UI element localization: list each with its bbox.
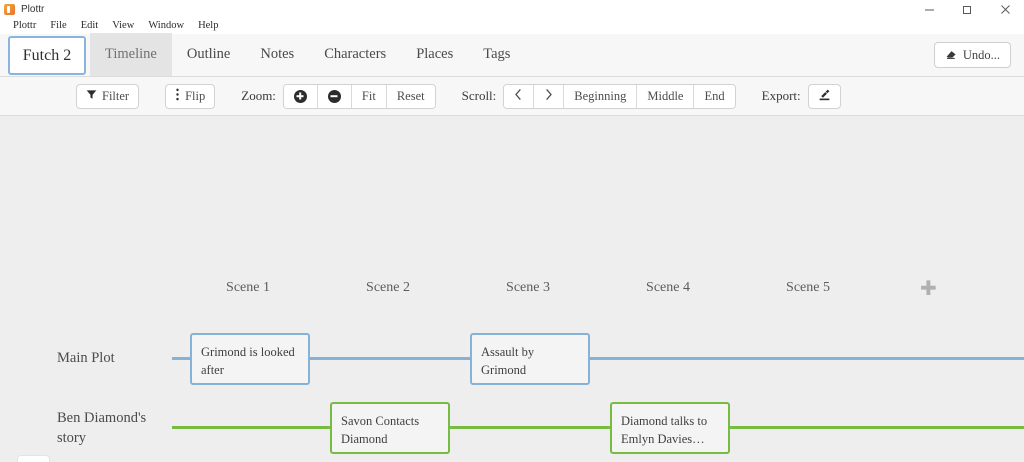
tab-bar: Futch 2 Timeline Outline Notes Character…	[0, 33, 1024, 77]
flip-button[interactable]: Flip	[165, 83, 216, 109]
menu-item-file[interactable]: File	[50, 20, 67, 31]
add-scene-icon[interactable]: ✚	[920, 278, 937, 300]
tab-tags[interactable]: Tags	[483, 46, 511, 62]
tab-outline[interactable]: Outline	[186, 46, 231, 62]
scroll-label: Scroll:	[461, 88, 497, 103]
scene-header-5[interactable]: Scene 5	[786, 280, 830, 295]
zoom-reset-button[interactable]: Reset	[386, 84, 435, 108]
flip-label: Flip	[185, 88, 206, 103]
zoom-out-icon	[327, 89, 341, 103]
scene-header-4[interactable]: Scene 4	[646, 280, 690, 295]
plotline-line-main-plot	[172, 357, 1024, 360]
edit-pencil-icon[interactable]	[18, 456, 49, 462]
vertical-dots-icon	[175, 88, 180, 105]
scroll-button-group: Beginning Middle End	[503, 83, 736, 109]
scroll-beginning-button[interactable]: Beginning	[564, 84, 638, 108]
card-assault-by-grimond[interactable]: Assault by Grimond	[470, 333, 590, 385]
plotline-label-main-plot[interactable]: Main Plot	[57, 350, 115, 366]
scene-header-3[interactable]: Scene 3	[506, 280, 550, 295]
plotline-label-ben-diamonds-story[interactable]: Ben Diamond's story	[57, 410, 147, 447]
tab-timeline[interactable]: Timeline	[90, 33, 172, 76]
zoom-in-button[interactable]	[283, 84, 318, 108]
scroll-middle-button[interactable]: Middle	[637, 84, 695, 108]
scene-header-1[interactable]: Scene 1	[226, 280, 270, 295]
scroll-end-button[interactable]: End	[694, 84, 735, 108]
plottr-logo-icon	[4, 3, 15, 15]
title-bar: Plottr	[0, 0, 1024, 18]
menu-item-view[interactable]: View	[112, 20, 135, 31]
zoom-label: Zoom:	[241, 88, 276, 103]
file-tab-futch-2[interactable]: Futch 2	[8, 36, 86, 75]
scroll-next-button[interactable]	[534, 84, 565, 108]
app-title: Plottr	[21, 3, 45, 15]
undo-button[interactable]: Undo...	[933, 42, 1011, 68]
chevron-right-icon	[544, 88, 553, 105]
tab-characters[interactable]: Characters	[324, 46, 387, 62]
close-icon[interactable]	[986, 0, 1024, 18]
card-savon-contacts-diamond[interactable]: Savon Contacts Diamond	[330, 402, 450, 454]
tab-places[interactable]: Places	[416, 46, 454, 62]
menu-item-edit[interactable]: Edit	[80, 20, 99, 31]
menu-bar: Plottr File Edit View Window Help	[0, 18, 1024, 34]
funnel-icon	[86, 89, 97, 104]
minimize-icon[interactable]	[910, 0, 948, 18]
timeline-toolbar: Filter Flip Zoom: Fit Reset Scroll:	[0, 77, 1024, 116]
tab-notes[interactable]: Notes	[260, 46, 295, 62]
undo-label: Undo...	[962, 47, 1000, 62]
plotline-row-actions	[18, 456, 49, 462]
export-icon	[818, 88, 831, 105]
zoom-out-button[interactable]	[317, 84, 352, 108]
plotline-line-ben-diamonds-story	[172, 426, 1024, 429]
filter-button[interactable]: Filter	[76, 83, 140, 109]
zoom-button-group: Fit Reset	[282, 83, 436, 109]
menu-item-plottr[interactable]: Plottr	[13, 20, 37, 31]
window-controls	[910, 0, 1024, 18]
export-button[interactable]	[807, 83, 841, 109]
card-grimond-is-looked-after[interactable]: Grimond is looked after	[190, 333, 310, 385]
maximize-icon[interactable]	[948, 0, 986, 18]
export-label: Export:	[761, 88, 801, 103]
card-diamond-talks-to-emlyn[interactable]: Diamond talks to Emlyn Davies…	[610, 402, 730, 454]
filter-label: Filter	[102, 88, 130, 103]
chevron-left-icon	[514, 88, 523, 105]
scene-header-2[interactable]: Scene 2	[366, 280, 410, 295]
eraser-icon	[945, 47, 958, 64]
timeline-canvas: Scene 1 Scene 2 Scene 3 Scene 4 Scene 5 …	[0, 116, 1024, 462]
scroll-prev-button[interactable]	[504, 84, 535, 108]
menu-item-window[interactable]: Window	[148, 20, 185, 31]
zoom-fit-button[interactable]: Fit	[351, 84, 387, 108]
menu-item-help[interactable]: Help	[198, 20, 219, 31]
zoom-in-icon	[293, 89, 307, 103]
